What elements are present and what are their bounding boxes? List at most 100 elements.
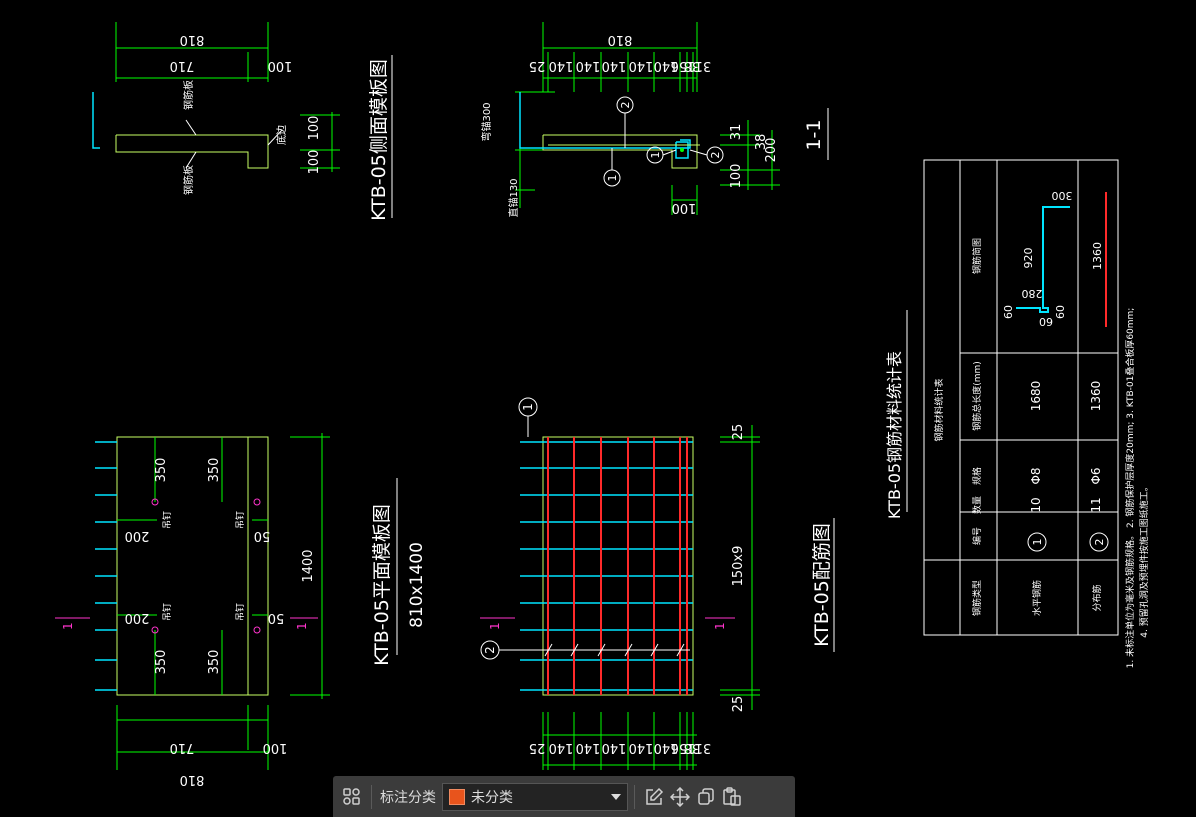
- annotation-toolbar: 标注分类 未分类: [333, 776, 795, 817]
- rebar-dim-1: 140: [549, 740, 574, 755]
- grid-icon[interactable]: [339, 784, 365, 810]
- table-row1-length: 1680: [1029, 381, 1043, 412]
- plan-dim-350a: 350: [154, 458, 169, 483]
- section-dim-8: 31: [695, 58, 712, 73]
- plan-view: 350 350 350 350 200 200 50 50 1400 710 1…: [55, 433, 427, 787]
- rebar-marker-2: 2: [483, 646, 497, 654]
- plan-dim-810: 810: [180, 772, 205, 787]
- side-dim-710: 710: [170, 58, 195, 73]
- rebar-section-mark-left: 1: [488, 622, 502, 630]
- chevron-down-icon: [611, 793, 621, 800]
- category-dropdown[interactable]: 未分类: [442, 782, 628, 811]
- section-dim-5: 140: [654, 58, 679, 73]
- category-label: 标注分类: [380, 789, 436, 806]
- plan-dim-350b: 350: [207, 458, 222, 483]
- side-dim-100: 100: [268, 58, 293, 73]
- table-row1-type: 水平钢筋: [1031, 580, 1043, 616]
- table-col-spec: 规格: [971, 467, 983, 485]
- paste-icon[interactable]: [719, 784, 745, 810]
- shape-dim-300: 300: [1052, 189, 1073, 202]
- section-marker-2a: 2: [619, 102, 632, 109]
- rebar-dim-4: 140: [629, 740, 654, 755]
- table-col-type: 钢筋类型: [971, 580, 983, 616]
- section-dim-bottom: 100: [672, 200, 697, 215]
- table-col-no: 编号: [971, 527, 983, 545]
- section-dim-1: 140: [549, 58, 574, 73]
- plan-section-mark-left: 1: [61, 622, 75, 630]
- plan-dim-350d: 350: [207, 650, 222, 675]
- side-label-side: 底边: [275, 125, 288, 145]
- plan-hole-label-1: 吊钉: [162, 511, 173, 529]
- plan-dim-350c: 350: [154, 650, 169, 675]
- rebar-marker-1: 1: [521, 403, 535, 411]
- plan-hole-label-2: 吊钉: [235, 511, 246, 529]
- section-dim-r31: 31: [729, 124, 744, 141]
- side-label-top: 钢筋板: [182, 80, 195, 110]
- shape-dim-280: 280: [1022, 287, 1043, 300]
- side-label-bottom: 钢筋板: [182, 165, 195, 195]
- plan-dim-200b: 200: [125, 610, 150, 625]
- shape-dim-60b: 60: [1039, 315, 1053, 328]
- shape-dim-920: 920: [1022, 248, 1035, 269]
- rebar-dim-6: 156: [671, 740, 696, 755]
- plan-hole-label-4: 吊钉: [235, 603, 246, 621]
- table-row1-spec: Φ8: [1029, 467, 1043, 484]
- table-row2-no: 2: [1093, 539, 1106, 546]
- category-selected-value: 未分类: [471, 789, 513, 806]
- section-dim-7: 38: [684, 58, 701, 73]
- rebar-dim-3: 140: [602, 740, 627, 755]
- toolbar-divider: [634, 784, 635, 809]
- shape-dim-60a: 60: [1002, 305, 1015, 319]
- copy-icon[interactable]: [693, 784, 719, 810]
- rebar-section-mark-right: 1: [713, 622, 727, 630]
- shape-dim-60c: 60: [1054, 305, 1067, 319]
- edit-icon[interactable]: [641, 784, 667, 810]
- table-col-qty: 数量: [971, 496, 983, 514]
- section-dim-2: 140: [576, 58, 601, 73]
- table-row1-qty: 10: [1029, 497, 1043, 512]
- section-dim-r38: 38: [754, 134, 769, 151]
- table-row2-qty: 11: [1089, 497, 1103, 512]
- section-title: 1-1: [803, 119, 825, 150]
- table-title: KTB-05钢筋材料统计表: [885, 351, 904, 519]
- plan-dim-50b: 50: [268, 610, 285, 625]
- section-view: 810 25 140 140 140 140 140 156 38 31 100…: [480, 22, 829, 218]
- side-dim-h2: 100: [307, 150, 322, 175]
- section-dim-0: 25: [529, 58, 546, 73]
- side-dim-810: 810: [180, 32, 205, 47]
- side-dim-h1: 100: [307, 116, 322, 141]
- rebar-dim-8: 31: [695, 740, 712, 755]
- section-marker-1a: 1: [606, 175, 619, 182]
- move-icon[interactable]: [667, 784, 693, 810]
- shape2-dim-1360: 1360: [1091, 242, 1104, 270]
- rebar-dim-top: 25: [731, 424, 746, 441]
- section-dim-r100: 100: [729, 164, 744, 189]
- table-row2-length: 1360: [1089, 381, 1103, 412]
- plan-dim-1400: 1400: [301, 549, 316, 582]
- section-dim-r200: 200: [764, 138, 779, 163]
- section-dim-6: 156: [671, 58, 696, 73]
- plan-dim-710: 710: [170, 740, 195, 755]
- table-row2-type: 分布筋: [1091, 584, 1103, 611]
- section-dim-4: 140: [629, 58, 654, 73]
- toolbar-divider: [371, 784, 372, 809]
- plan-subtitle: 810x1400: [407, 542, 427, 628]
- plan-dim-100: 100: [263, 740, 288, 755]
- table-note-1: 1. 未标注单位为毫米及钢筋规格。 2. 钢筋保护层厚度20mm; 3. KTB…: [1124, 308, 1136, 669]
- material-table: KTB-05钢筋材料统计表 钢筋材料统计表 钢筋类型 编号 数量 规格 钢筋总长…: [885, 159, 1150, 669]
- plan-title: KTB-05平面模板图: [371, 504, 393, 666]
- side-view: 810 710 100 100 100 钢筋板 钢筋板 底边 KTB-05侧面模…: [92, 22, 393, 221]
- rebar-dim-5: 140: [654, 740, 679, 755]
- section-label-straight: 直锚130: [507, 178, 520, 217]
- plan-section-mark-right: 1: [295, 622, 309, 630]
- table-col-length: 钢筋总长度(mm): [971, 361, 983, 431]
- rebar-dim-mid: 150x9: [731, 546, 746, 587]
- rebar-dim-0: 25: [529, 740, 546, 755]
- table-row1-no: 1: [1031, 539, 1044, 546]
- table-note-2: 4. 预留孔洞及预埋件按施工图纸施工。: [1138, 482, 1150, 637]
- rebar-dim-bottom: 25: [731, 696, 746, 713]
- table-row2-spec: Φ6: [1089, 467, 1103, 484]
- category-color-swatch: [449, 788, 465, 805]
- section-marker-2b: 2: [709, 152, 722, 159]
